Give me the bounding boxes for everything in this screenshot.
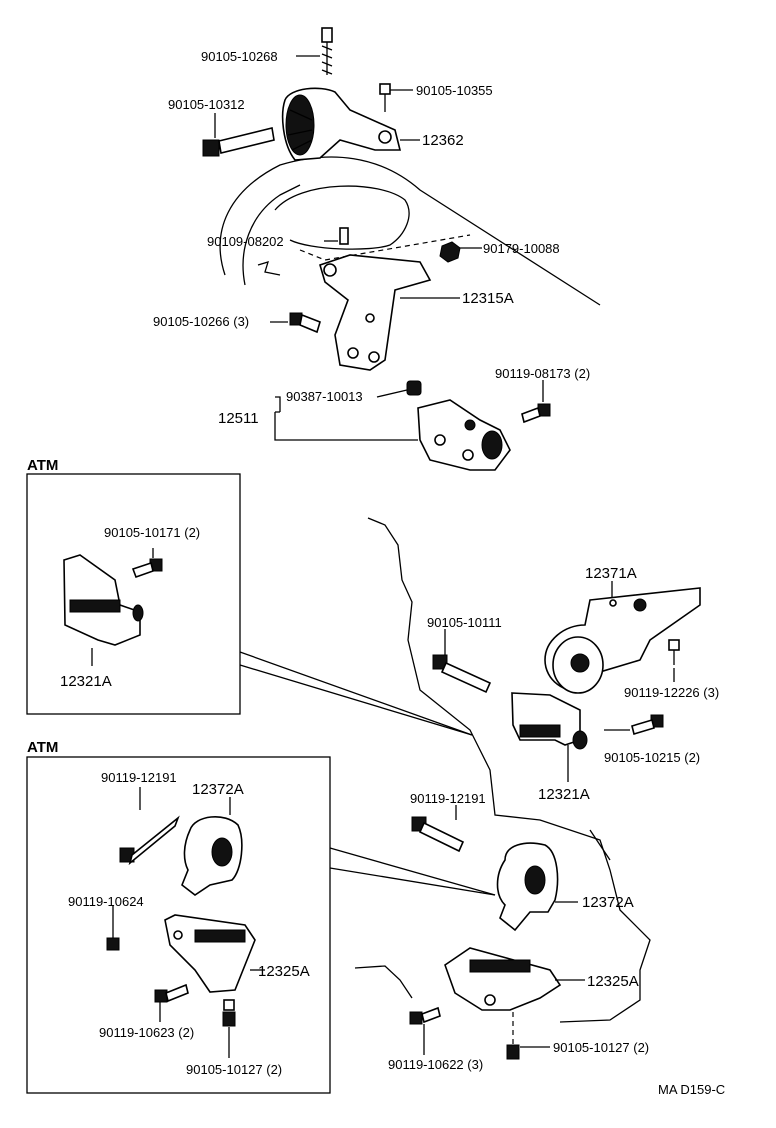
bolt-12226-icon [668, 639, 680, 665]
bolt-12191-main-icon [411, 816, 465, 853]
part-label: 90105-10127 (2) [553, 1040, 649, 1055]
part-label: 90387-10013 [286, 389, 363, 404]
part-label: 90105-10355 [416, 83, 493, 98]
part-label: 12372A [582, 894, 634, 911]
part-label: 12325A [258, 963, 310, 980]
bolt-10312-icon [202, 127, 275, 157]
bolt-10215-icon [631, 714, 664, 736]
bracket-12325A-main [444, 947, 562, 1011]
bolt-10111-icon [432, 654, 492, 694]
part-label: 90179-10088 [483, 241, 560, 256]
inset-heading: ATM [27, 457, 58, 474]
part-label: 90105-10266 (3) [153, 314, 249, 329]
bolt-10127-main-icon [506, 1012, 520, 1060]
part-label: 90119-10624 [68, 894, 144, 909]
part-label: 90119-12226 (3) [624, 685, 719, 700]
part-label: 90105-10127 (2) [186, 1062, 282, 1077]
bolt-08173-icon [521, 403, 551, 424]
transmission-outline [367, 517, 651, 1023]
cushion-10013-icon [406, 380, 422, 396]
part-label: 90105-10312 [168, 97, 245, 112]
part-label: 12315A [462, 290, 514, 307]
part-label: 90119-08173 (2) [495, 366, 590, 381]
mount-12321A-main [511, 692, 588, 750]
part-label: 90119-12191 [101, 770, 177, 785]
bolt-10624-icon [106, 925, 120, 951]
part-label: 12362 [422, 132, 464, 149]
part-label: 12321A [538, 786, 590, 803]
part-label: 90109-08202 [207, 234, 284, 249]
bolt-10622-icon [409, 1006, 441, 1025]
part-label: 90105-10215 (2) [604, 750, 700, 765]
bolt-10127-inset-icon [222, 999, 236, 1027]
bolt-10171-icon [131, 558, 163, 579]
upper-mount-12362 [281, 87, 402, 161]
part-label: 90105-10171 (2) [104, 525, 200, 540]
bracket-12511 [417, 399, 511, 471]
nut-10088-icon [439, 241, 461, 263]
mount-12372A-inset [181, 815, 243, 896]
diagram-code: MA D159-C [658, 1082, 725, 1097]
part-label: 90119-10623 (2) [99, 1025, 194, 1040]
inset-atm-2: ATM [26, 739, 331, 1094]
part-label: 12371A [585, 565, 637, 582]
part-label: 90119-12191 [410, 791, 486, 806]
part-label: 12372A [192, 781, 244, 798]
part-label: 90119-10622 (3) [388, 1057, 483, 1072]
leader-lines [112, 55, 675, 1058]
mount-12372A-main [496, 842, 559, 932]
part-label: 90105-10268 [201, 49, 278, 64]
bolt-12191-inset-icon [119, 815, 180, 866]
inset-heading: ATM [27, 739, 58, 756]
bolt-10623-icon [154, 983, 189, 1003]
bolt-top-icon [321, 27, 333, 75]
inset-atm-1: ATM [26, 457, 241, 715]
bracket-12325A-inset [164, 914, 256, 993]
bracket-12315A [319, 227, 432, 371]
part-label: 12511 [218, 410, 259, 427]
rear-mount-12371A [544, 587, 701, 694]
part-label: 12325A [587, 973, 639, 990]
part-label: 12321A [60, 673, 112, 690]
bolt-10266-icon [289, 312, 321, 334]
part-number-labels: 90105-10268 90105-10355 90105-10312 1236… [60, 49, 725, 1097]
bolt-10355-icon [379, 83, 391, 112]
engine-outline [219, 156, 601, 306]
part-label: 90105-10111 [427, 615, 502, 630]
